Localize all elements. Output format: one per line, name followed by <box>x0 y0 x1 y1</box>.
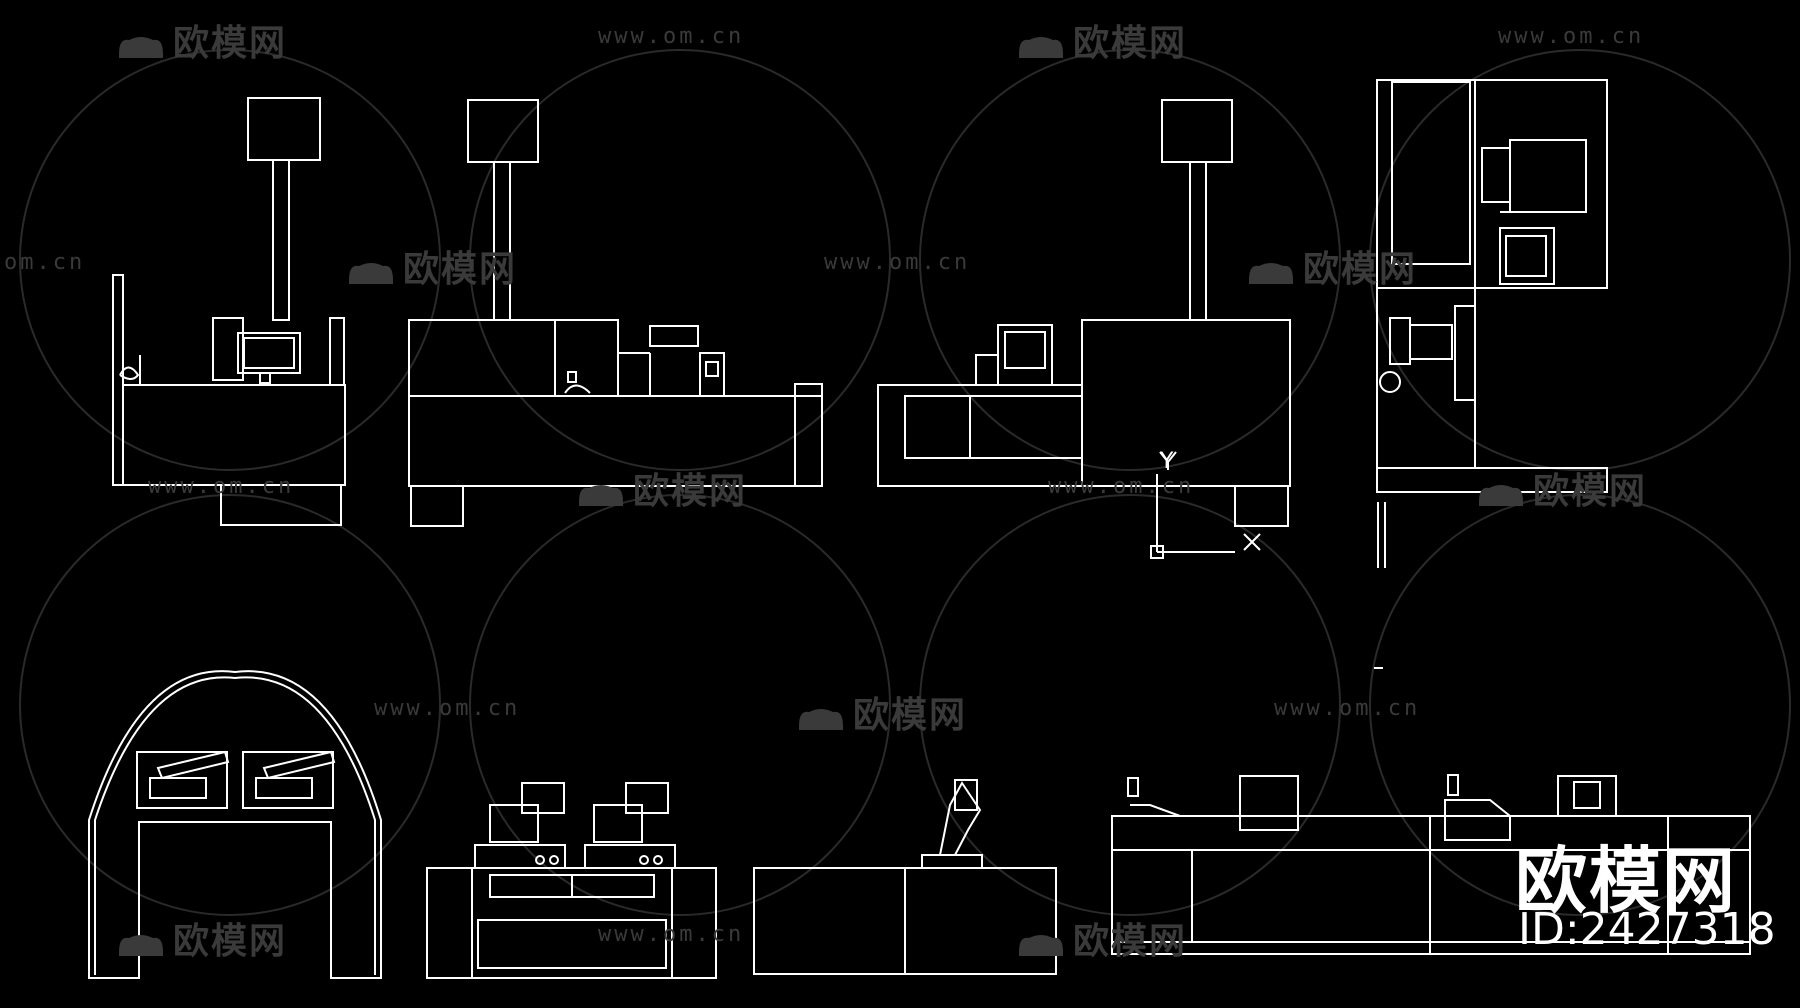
watermark-brand: 欧模网 <box>115 912 287 964</box>
ucs-y-label: Y <box>1159 449 1174 474</box>
watermark-url: om.cn <box>4 250 86 275</box>
watermark-url: www.om.cn <box>148 474 295 499</box>
corner-brand-title: 欧模网 <box>1515 839 1738 923</box>
watermark-url: www.om.cn <box>598 24 745 49</box>
watermark-circles <box>19 49 1791 916</box>
cad-linework <box>88 79 1751 979</box>
ucs-icon <box>1159 451 1261 551</box>
watermark-brand: 欧模网 <box>795 686 967 738</box>
sofa-logo-icon <box>1015 30 1067 60</box>
counter-plan-4 <box>1374 79 1608 669</box>
sofa-logo-icon <box>1245 256 1297 286</box>
corner-model-id: ID:2427318 <box>1518 904 1776 955</box>
dual-pos-counter <box>426 782 717 979</box>
sofa-logo-icon <box>1015 928 1067 958</box>
watermark-url: www.om.cn <box>1048 474 1195 499</box>
counter-elevation-2 <box>408 99 823 527</box>
watermark-brand: 欧模网 <box>1245 240 1417 292</box>
counter-elevation-3 <box>877 99 1291 559</box>
counter-elevation-1 <box>112 97 346 526</box>
sofa-logo-icon <box>1475 478 1527 508</box>
watermark-brand: 欧模网 <box>115 14 287 66</box>
arch-counter-plan <box>88 670 382 979</box>
ucs-labels: Y <box>1159 449 1174 474</box>
sofa-logo-icon <box>115 30 167 60</box>
sofa-logo-icon <box>345 256 397 286</box>
watermark-brand: 欧模网 <box>1475 462 1647 514</box>
watermark-brand: 欧模网 <box>1015 14 1187 66</box>
long-counter-elevation <box>1111 774 1751 955</box>
watermark-url: www.om.cn <box>824 250 971 275</box>
watermark-brand: 欧模网 <box>575 462 747 514</box>
sofa-logo-icon <box>575 478 627 508</box>
watermark-url: www.om.cn <box>598 922 745 947</box>
sofa-logo-icon <box>115 928 167 958</box>
single-counter <box>753 779 1057 975</box>
watermark-url: www.om.cn <box>374 696 521 721</box>
sofa-logo-icon <box>795 702 847 732</box>
watermark-url: www.om.cn <box>1274 696 1421 721</box>
watermark-brand: 欧模网 <box>1015 912 1187 964</box>
watermark-url: www.om.cn <box>1498 24 1645 49</box>
watermark-brand: 欧模网 <box>345 240 517 292</box>
